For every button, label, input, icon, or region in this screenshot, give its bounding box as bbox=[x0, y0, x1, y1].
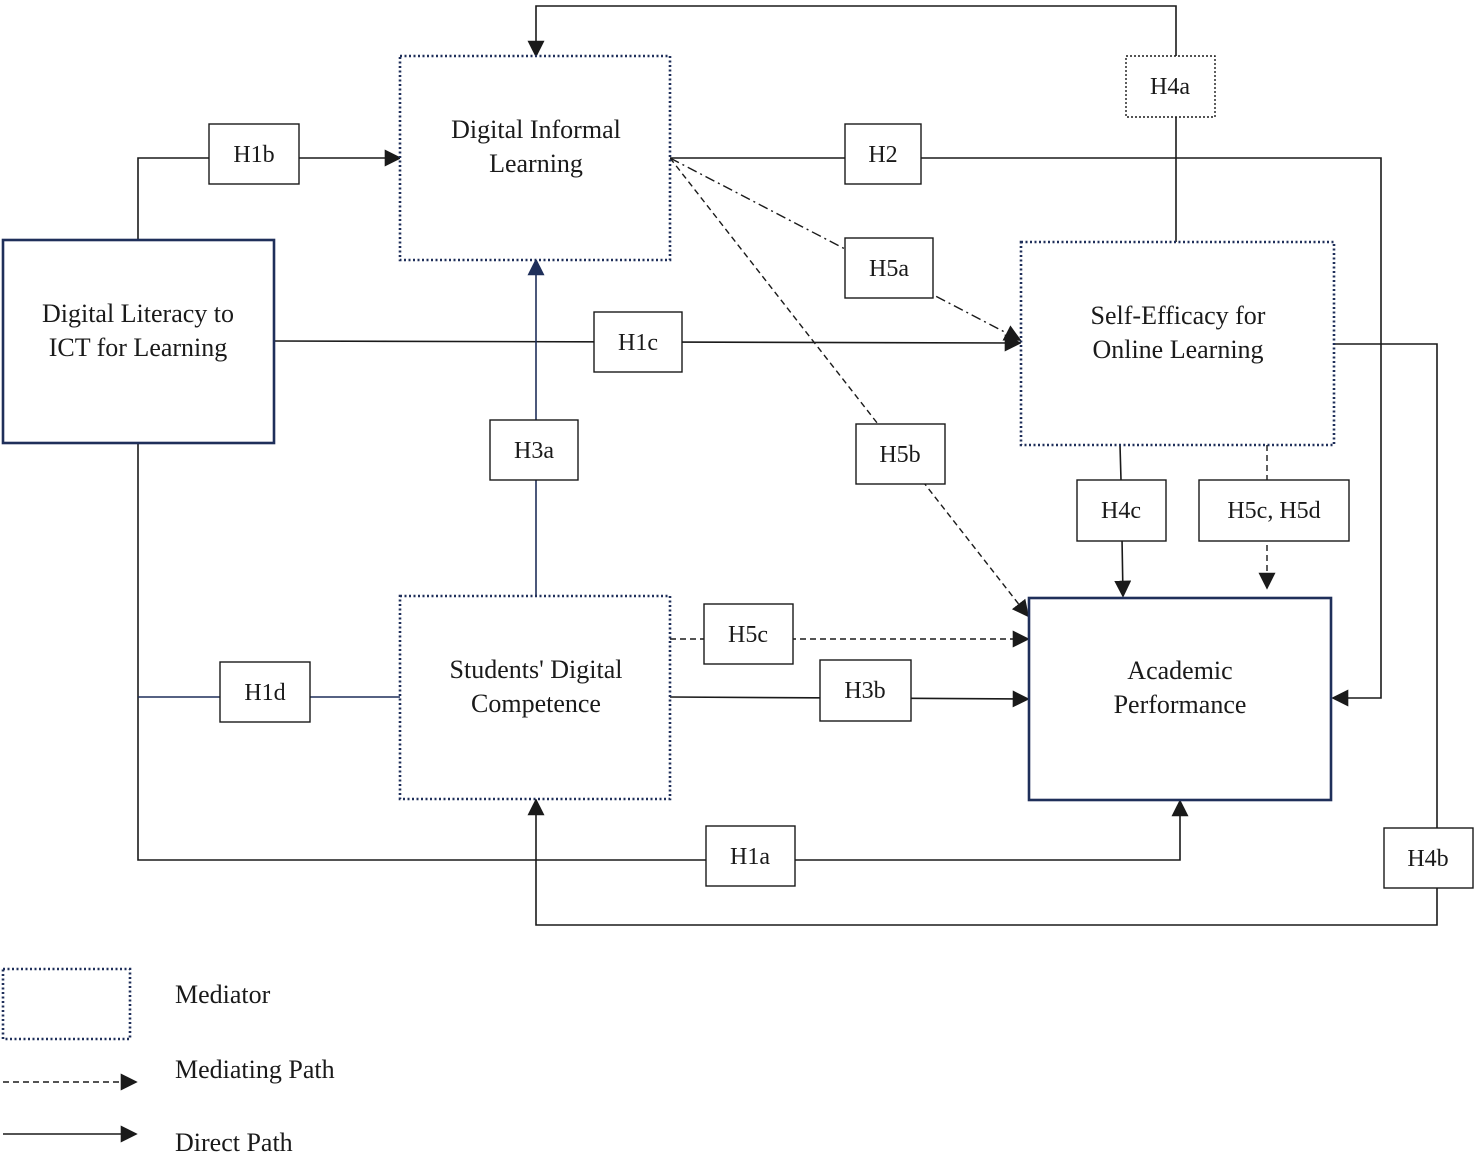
node-students-digital-competence: Students' Digital Competence bbox=[398, 594, 672, 801]
label-h5b: H5b bbox=[855, 423, 946, 485]
path-h2-line bbox=[670, 157, 1382, 707]
label-h1a: H1a bbox=[705, 825, 796, 887]
label-h3b: H3b bbox=[819, 659, 912, 722]
label-h4a-text: H4a bbox=[1150, 74, 1190, 100]
label-h5b-text: H5b bbox=[879, 442, 920, 468]
node-self-efficacy-line-1: Self-Efficacy for bbox=[1091, 301, 1266, 330]
label-h4c-text: H4c bbox=[1101, 498, 1141, 524]
node-academic-performance-line-1: Academic bbox=[1127, 656, 1232, 685]
legend: Mediator Mediating Path Direct Path bbox=[1, 967, 335, 1154]
node-academic-performance: Academic Performance bbox=[1027, 596, 1333, 802]
node-self-efficacy-line-2: Online Learning bbox=[1092, 335, 1263, 364]
label-h5c-text: H5c bbox=[728, 622, 768, 648]
node-self-efficacy: Self-Efficacy for Online Learning bbox=[1019, 240, 1336, 447]
label-h1c-text: H1c bbox=[618, 330, 658, 356]
label-h1a-text: H1a bbox=[730, 844, 770, 870]
legend-mediator-label: Mediator bbox=[175, 980, 271, 1009]
path-h5b-line bbox=[669, 157, 1030, 618]
label-h3a: H3a bbox=[489, 419, 579, 481]
label-h5a: H5a bbox=[844, 237, 934, 299]
node-digital-literacy: Digital Literacy to ICT for Learning bbox=[1, 238, 276, 445]
node-students-digital-competence-line-1: Students' Digital bbox=[450, 655, 623, 684]
node-academic-performance-line-2: Performance bbox=[1114, 690, 1247, 719]
node-digital-literacy-line-2: ICT for Learning bbox=[49, 333, 228, 362]
path-h1b-line bbox=[137, 149, 402, 240]
label-h1c: H1c bbox=[593, 311, 683, 373]
path-h1a-line bbox=[137, 443, 1189, 861]
node-digital-literacy-line-1: Digital Literacy to bbox=[42, 299, 234, 328]
label-h4c: H4c bbox=[1076, 479, 1167, 542]
label-h1b-text: H1b bbox=[233, 142, 274, 168]
node-students-digital-competence-line-2: Competence bbox=[471, 689, 601, 718]
label-h4a: H4a bbox=[1125, 55, 1216, 118]
label-h4b: H4b bbox=[1383, 827, 1474, 889]
legend-mediator: Mediator bbox=[1, 967, 271, 1041]
label-h5cd: H5c, H5d bbox=[1198, 479, 1350, 542]
legend-direct-path-label: Direct Path bbox=[175, 1128, 293, 1154]
legend-mediator-swatch bbox=[1, 967, 132, 1041]
legend-mediating-path-label: Mediating Path bbox=[175, 1055, 335, 1084]
label-h5a-text: H5a bbox=[869, 256, 909, 282]
path-h4b-line bbox=[527, 343, 1438, 926]
label-h1d-text: H1d bbox=[244, 680, 285, 706]
legend-mediating-path: Mediating Path bbox=[3, 1055, 335, 1091]
node-digital-informal-learning: Digital Informal Learning bbox=[398, 54, 672, 262]
path-h4a-line bbox=[527, 5, 1177, 242]
label-h3b-text: H3b bbox=[844, 678, 885, 704]
label-h1d: H1d bbox=[219, 661, 311, 723]
legend-direct-path: Direct Path bbox=[3, 1125, 293, 1154]
label-h4b-text: H4b bbox=[1407, 846, 1448, 872]
node-digital-informal-learning-line-2: Learning bbox=[489, 149, 583, 178]
label-h5cd-text: H5c, H5d bbox=[1227, 498, 1320, 524]
label-h1b: H1b bbox=[208, 123, 300, 185]
node-digital-informal-learning-line-1: Digital Informal bbox=[451, 115, 621, 144]
label-h2: H2 bbox=[844, 123, 922, 185]
label-h2-text: H2 bbox=[868, 142, 897, 168]
label-h3a-text: H3a bbox=[514, 438, 554, 464]
label-h5c: H5c bbox=[703, 603, 794, 665]
path-h5a-line bbox=[669, 157, 1022, 341]
